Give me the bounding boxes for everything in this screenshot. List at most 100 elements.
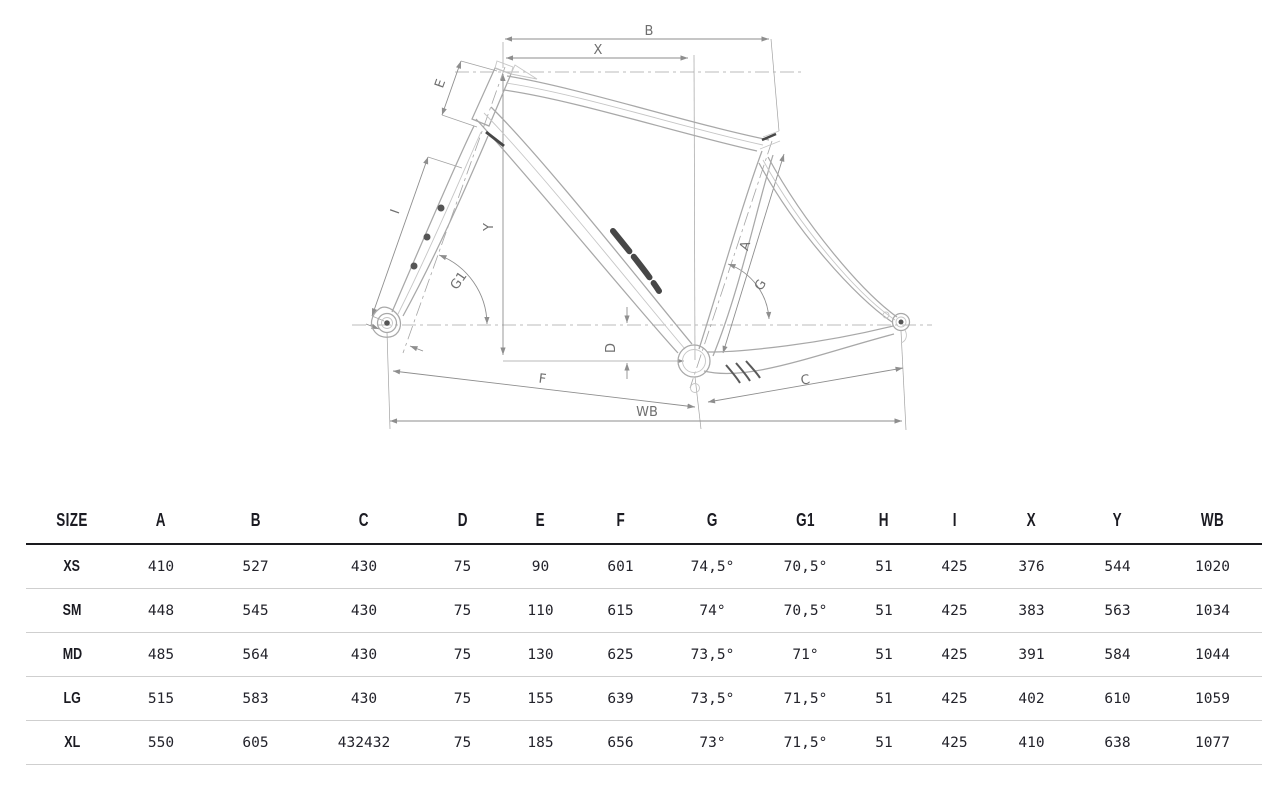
column-header-D: D [457,509,468,530]
value-Y-XS: 544 [1104,558,1131,575]
value-E-MD: 130 [527,646,554,663]
steering-axis-line [402,66,506,354]
value-G1-XS: 70,5° [783,558,828,575]
chain-stay [706,325,894,353]
value-A-LG: 515 [147,690,175,707]
value-I-XL: 425 [941,734,968,751]
seat-tube [698,150,763,350]
value-C-MD: 430 [350,646,378,663]
value-I-XS: 425 [941,558,968,575]
dim-E [441,60,462,116]
value-A-XS: 410 [147,558,175,575]
column-header-C: C [358,509,370,530]
column-header-H: H [878,509,890,530]
column-header-WB: WB [1200,509,1225,530]
label-A: A [737,239,754,252]
size-label: XL [64,733,80,751]
seat-stay [767,156,898,318]
value-X-XS: 376 [1018,558,1045,575]
value-G1-LG: 71,5° [783,690,828,707]
label-F: F [538,372,547,388]
fork-mount-bolt [423,233,431,241]
value-H-XL: 51 [875,734,893,751]
size-label: SM [62,601,82,619]
head-tube [471,67,512,127]
value-F-XL: 656 [607,734,634,751]
value-X-SM: 383 [1018,602,1045,619]
value-F-SM: 615 [607,602,634,619]
value-H-LG: 51 [875,690,893,707]
dim-G1-arc [438,254,490,325]
value-F-XS: 601 [607,558,634,575]
value-X-XL: 410 [1018,734,1045,751]
rear-axle [891,312,911,332]
value-WB-XS: 1020 [1195,558,1230,575]
value-B-SM: 545 [242,602,269,619]
value-D-SM: 75 [453,602,472,619]
value-X-MD: 391 [1018,646,1045,663]
frame-geometry-diagram: B X E I Y G1 D A G F C WB [352,24,932,431]
label-G1: G1 [448,269,471,293]
column-header-I: I [952,509,957,530]
value-G-MD: 73,5° [690,646,735,663]
value-I-SM: 425 [941,602,968,619]
dimension-labels: B X E I Y G1 D A G F C WB [388,24,811,420]
bike-frame-drawing [370,60,911,393]
column-header-F: F [616,509,625,530]
bottle-cage-slot [610,228,662,294]
value-E-XL: 185 [527,734,554,751]
value-F-LG: 639 [607,690,634,707]
front-axle [376,312,398,334]
column-header-Y: Y [1112,509,1123,530]
down-tube [490,106,693,345]
label-G: G [752,277,770,293]
column-header-G: G [707,509,718,530]
bottom-bracket [677,344,711,378]
value-E-LG: 155 [527,690,554,707]
value-D-XS: 75 [453,558,472,575]
value-B-XS: 527 [242,558,269,575]
value-Y-LG: 610 [1104,690,1131,707]
value-A-SM: 448 [147,602,175,619]
column-header-G1: G1 [796,509,815,530]
seat-clamp [761,132,777,142]
value-WB-SM: 1034 [1195,602,1230,619]
value-G1-XL: 71,5° [783,734,828,751]
value-E-SM: 110 [527,602,554,619]
column-header-X: X [1026,509,1037,530]
value-H-SM: 51 [875,602,893,619]
value-G-XL: 73° [699,734,726,751]
value-X-LG: 402 [1018,690,1045,707]
label-I: I [388,207,403,216]
dim-G-arc [727,263,772,320]
value-Y-XL: 638 [1104,734,1131,751]
value-B-MD: 564 [242,646,269,663]
column-header-E: E [535,509,546,530]
top-tube [506,75,770,141]
value-D-MD: 75 [453,646,472,663]
value-WB-MD: 1044 [1195,646,1230,663]
label-Y: Y [482,223,497,232]
value-H-XS: 51 [875,558,893,575]
dim-A [722,153,785,354]
label-X: X [594,43,603,58]
value-C-XL: 432432 [337,734,391,751]
value-F-MD: 625 [607,646,634,663]
value-G1-MD: 71° [792,646,819,663]
size-label: LG [63,689,81,707]
size-label: XS [63,557,81,575]
value-I-LG: 425 [941,690,968,707]
value-G-XS: 74,5° [690,558,735,575]
fork [391,125,475,313]
label-WB: WB [636,405,658,420]
value-C-SM: 430 [350,602,378,619]
